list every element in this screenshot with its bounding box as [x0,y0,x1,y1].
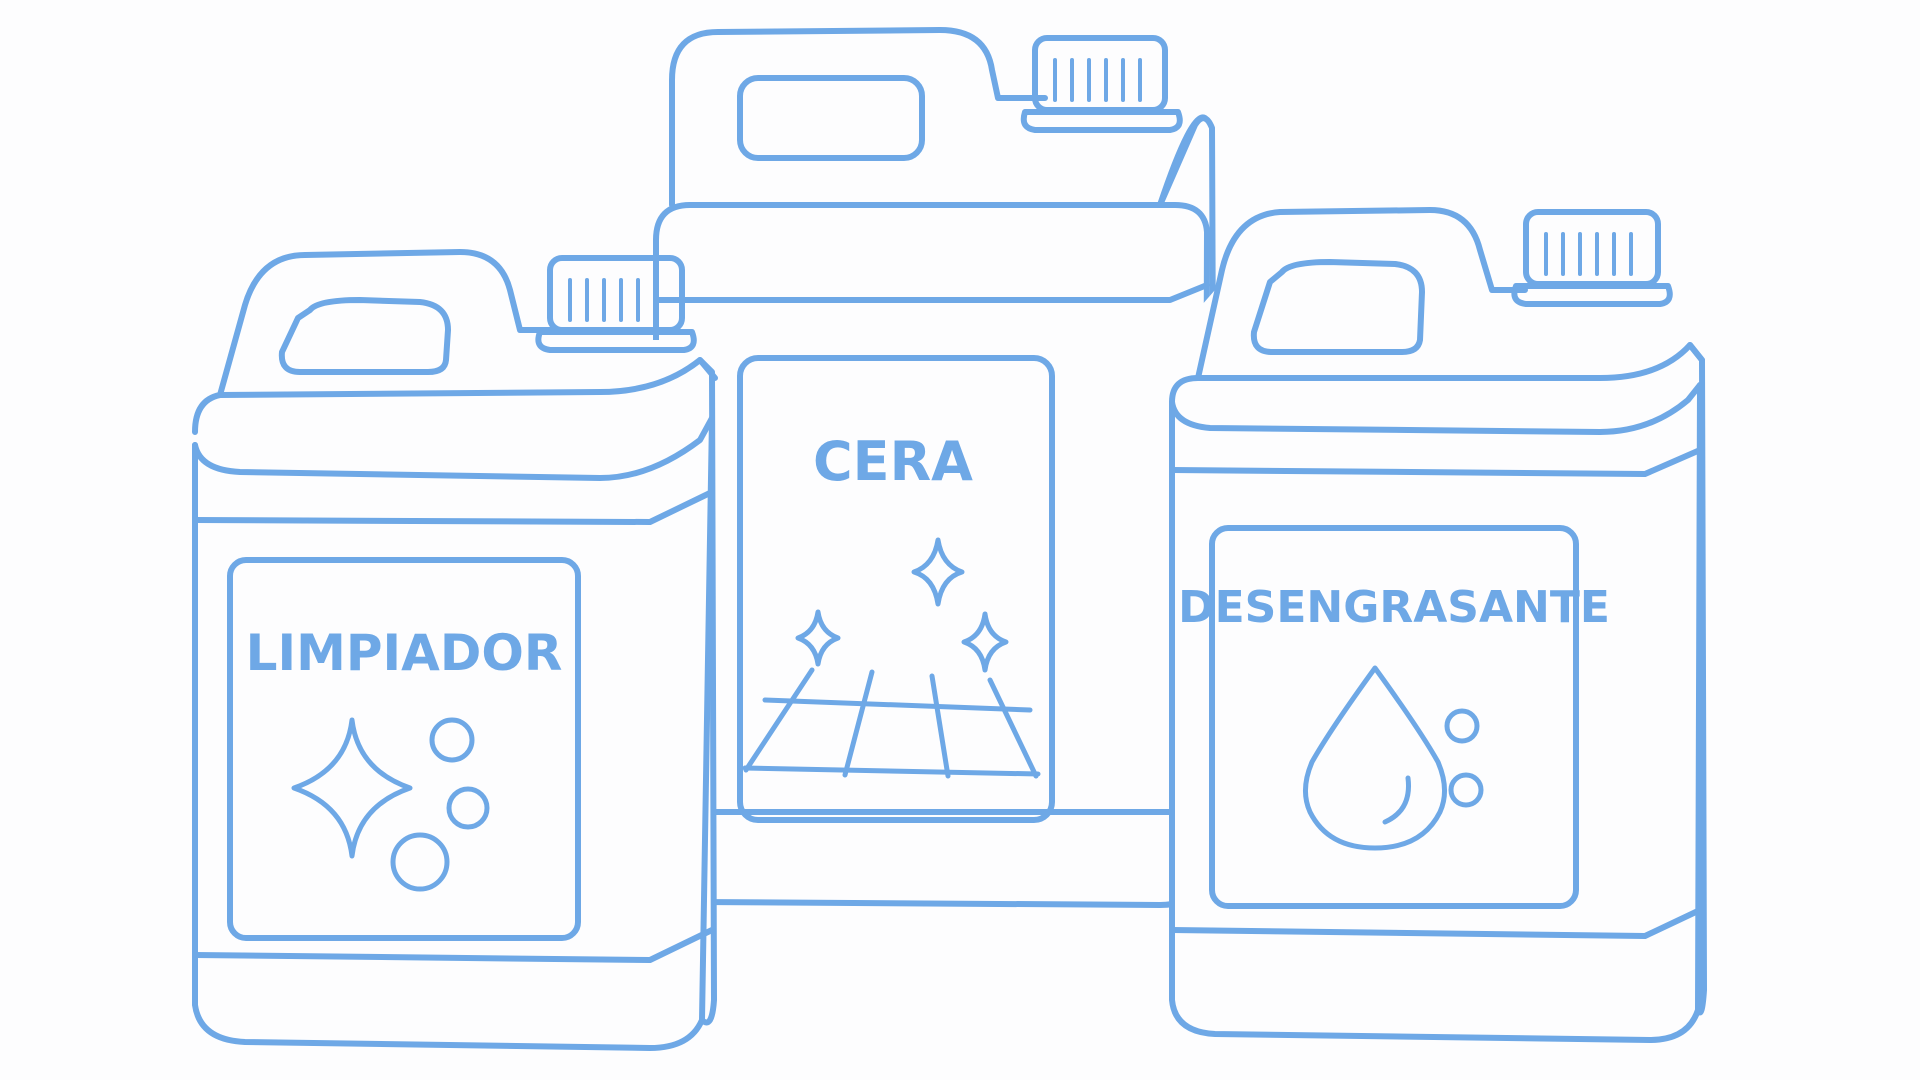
jug-cera-label-panel [737,355,1055,823]
jug-desengrasante-handle [1195,207,1528,381]
jug-desengrasante: DESENGRASANTE [1169,200,1707,1045]
jug-cera: CERA [653,27,1218,908]
jug-limpiador: LIMPIADOR [192,249,718,1051]
jug-limpiador-body [192,415,715,1051]
jug-cera-handle [669,27,1048,208]
jug-limpiador-label-panel [227,557,581,941]
jug-desengrasante-cap-ridges [1544,232,1633,276]
jug-desengrasante-label: DESENGRASANTE [1178,582,1610,633]
jug-cera-cap-ridges [1053,58,1142,102]
jug-limpiador-handle [217,249,558,398]
sparkle-bubbles-icon [291,717,490,892]
jug-cera-handle-hole [737,75,925,161]
jug-limpiador-handle-hole [278,297,451,375]
jug-desengrasante-label-panel [1209,525,1579,909]
jug-desengrasante-body [1169,382,1703,1043]
sparkles-shiny-floor-icon [742,537,1041,779]
jug-cera-label: CERA [813,430,973,493]
jug-limpiador-cap-ridges [568,278,657,322]
water-drop-bubbles-icon [1303,665,1484,851]
jug-desengrasante-handle-hole [1250,259,1425,355]
jug-limpiador-label: LIMPIADOR [246,624,563,682]
